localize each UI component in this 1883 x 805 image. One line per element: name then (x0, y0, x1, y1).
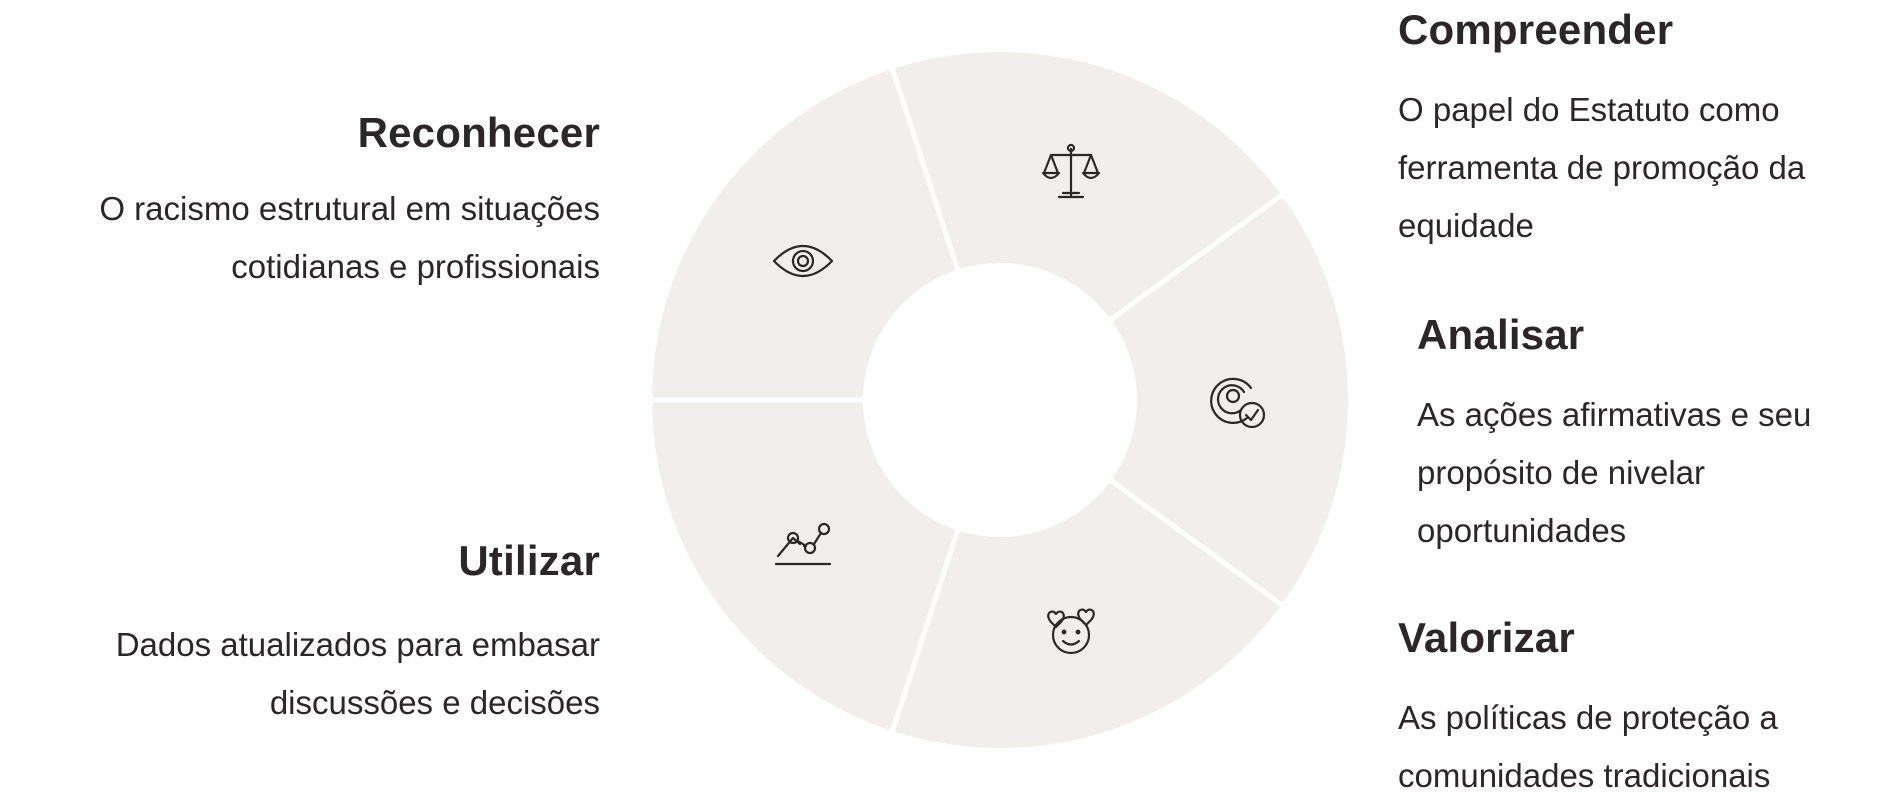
description-line: O racismo estrutural em situações (99, 190, 600, 227)
wheel-segment-reconhecer (652, 70, 955, 398)
item-title: Compreender (1398, 6, 1674, 53)
item-description: As políticas de proteção a comunidades t… (1398, 689, 1868, 805)
item-valorizar: Valorizar As políticas de proteção a com… (1398, 613, 1878, 805)
description-line: discussões e decisões (269, 684, 600, 721)
description-line: As políticas de proteção a (1398, 699, 1778, 736)
description-line: equidade (1398, 207, 1534, 244)
item-title: Utilizar (458, 537, 600, 584)
description-line: oportunidades (1417, 512, 1627, 549)
scales-icon (1041, 143, 1101, 199)
item-utilizar: Utilizar Dados atualizados para embasar … (0, 536, 600, 732)
item-compreender: Compreender O papel do Estatuto como fer… (1398, 5, 1878, 255)
cycle-wheel (652, 52, 1349, 748)
description-line: propósito de nivelar (1417, 454, 1706, 491)
chart-line-icon (774, 522, 832, 566)
item-title: Valorizar (1398, 614, 1575, 661)
description-line: O papel do Estatuto como (1398, 91, 1780, 128)
item-description: O papel do Estatuto como ferramenta de p… (1398, 81, 1868, 255)
item-description: O racismo estrutural em situações cotidi… (0, 180, 600, 296)
description-line: cotidianas e profissionais (231, 248, 600, 285)
smiley-hearts-icon (1047, 608, 1095, 655)
item-analisar: Analisar As ações afirmativas e seu prop… (1417, 310, 1877, 560)
description-line: comunidades tradicionais (1398, 757, 1771, 794)
wheel-segment-valorizar (895, 483, 1279, 748)
description-line: ferramenta de promoção da (1398, 149, 1806, 186)
description-line: Dados atualizados para embasar (115, 626, 600, 663)
item-description: As ações afirmativas e seu propósito de … (1417, 386, 1877, 560)
item-title: Analisar (1417, 311, 1585, 358)
wheel-segment-analisar (1113, 198, 1349, 602)
item-reconhecer: Reconhecer O racismo estrutural em situa… (0, 108, 600, 296)
item-title: Reconhecer (357, 109, 600, 156)
wheel-segment-utilizar (652, 402, 955, 730)
eye-icon (772, 245, 834, 277)
item-description: Dados atualizados para embasar discussõe… (0, 616, 600, 732)
target-check-icon (1210, 377, 1266, 429)
description-line: As ações afirmativas e seu (1417, 396, 1812, 433)
wheel-segment-compreender (895, 52, 1279, 317)
